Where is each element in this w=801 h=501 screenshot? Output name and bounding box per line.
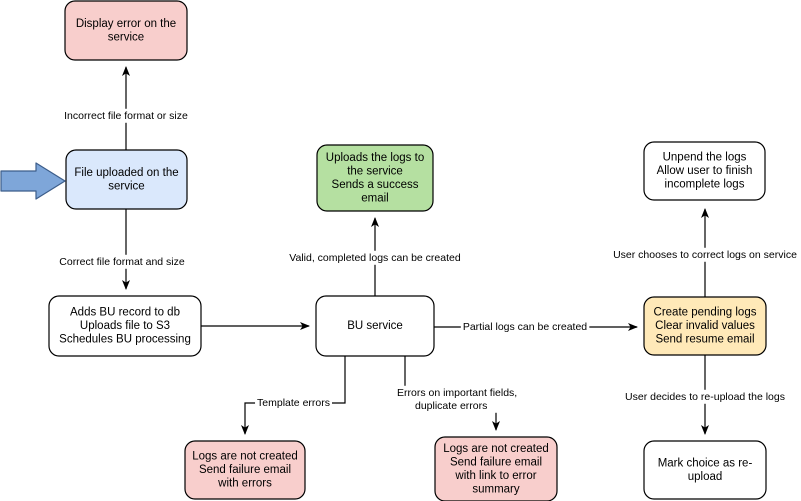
edge-user-chooses-to-correct-logs-on-service-label: User chooses to correct logs on service bbox=[613, 249, 797, 261]
edge-valid-completed-logs-can-be-created-label-backdrop bbox=[287, 250, 463, 265]
block-arrow-layer bbox=[0, 162, 66, 200]
logs-not-created-template-errors-box[interactable] bbox=[184, 440, 306, 500]
edge-template-errors-label: Template errors bbox=[257, 397, 330, 409]
edge-partial-logs-can-be-created-label-backdrop bbox=[460, 319, 590, 334]
edge-errors-on-important-fields-label: Errors on important fields,duplicate err… bbox=[397, 387, 517, 412]
mark-choice-as-re-upload-box[interactable] bbox=[643, 440, 767, 500]
logs-not-created-field-errors-box[interactable] bbox=[434, 436, 558, 501]
edge-user-decides-to-re-upload-the-logs-label: User decides to re-upload the logs bbox=[625, 391, 785, 403]
edge-user-decides-to-re-upload-the-logs-label-backdrop bbox=[623, 389, 787, 404]
edge-template-errors-label-backdrop bbox=[255, 395, 332, 410]
edge-incorrect-file-format-or-size-label-backdrop bbox=[62, 108, 191, 123]
mark-choice-as-re-upload[interactable]: Mark choice as re-upload bbox=[643, 440, 767, 500]
edge-user-chooses-to-correct-logs-on-service: User chooses to correct logs on service bbox=[611, 208, 800, 297]
input-block-arrow[interactable] bbox=[0, 162, 66, 200]
edge-partial-logs-can-be-created-label: Partial logs can be created bbox=[463, 321, 587, 333]
edge-correct-file-format-and-size-label-backdrop bbox=[57, 254, 187, 269]
bu-service-label: BU service bbox=[347, 320, 403, 332]
edge-user-decides-to-re-upload-the-logs: User decides to re-upload the logs bbox=[623, 355, 787, 435]
edge-valid-completed-logs-can-be-created-label: Valid, completed logs can be created bbox=[289, 252, 461, 264]
edge-correct-file-format-and-size: Correct file format and size bbox=[57, 209, 187, 290]
edge-errors-on-important-fields-label-backdrop bbox=[395, 385, 520, 413]
edge-correct-file-format-and-size-label: Correct file format and size bbox=[59, 256, 185, 268]
uploads-logs-to-service-box[interactable] bbox=[316, 144, 434, 212]
file-uploaded-on-service-box[interactable] bbox=[65, 149, 188, 210]
adds-bu-record-to-db-box[interactable] bbox=[48, 295, 202, 357]
edge-incorrect-file-format-or-size-label: Incorrect file format or size bbox=[64, 110, 188, 122]
bu-service-box[interactable] bbox=[315, 295, 435, 357]
bu-service[interactable]: BU service bbox=[315, 295, 435, 357]
edge-incorrect-file-format-or-size: Incorrect file format or size bbox=[62, 66, 191, 150]
edge-errors-on-important-fields: Errors on important fields,duplicate err… bbox=[395, 356, 520, 431]
edge-template-errors-line bbox=[241, 356, 346, 435]
edge-user-chooses-to-correct-logs-on-service-label-backdrop bbox=[611, 247, 800, 262]
create-pending-logs-box[interactable] bbox=[643, 296, 767, 356]
display-error-on-service-box[interactable] bbox=[64, 0, 188, 61]
edge-partial-logs-can-be-created: Partial logs can be created bbox=[434, 319, 638, 334]
edge-valid-completed-logs-can-be-created: Valid, completed logs can be created bbox=[287, 217, 463, 296]
edge-template-errors: Template errors bbox=[241, 356, 346, 435]
unpend-the-logs-box[interactable] bbox=[643, 141, 766, 201]
mark-choice-as-re-upload-label: Mark choice as re-upload bbox=[658, 457, 753, 483]
